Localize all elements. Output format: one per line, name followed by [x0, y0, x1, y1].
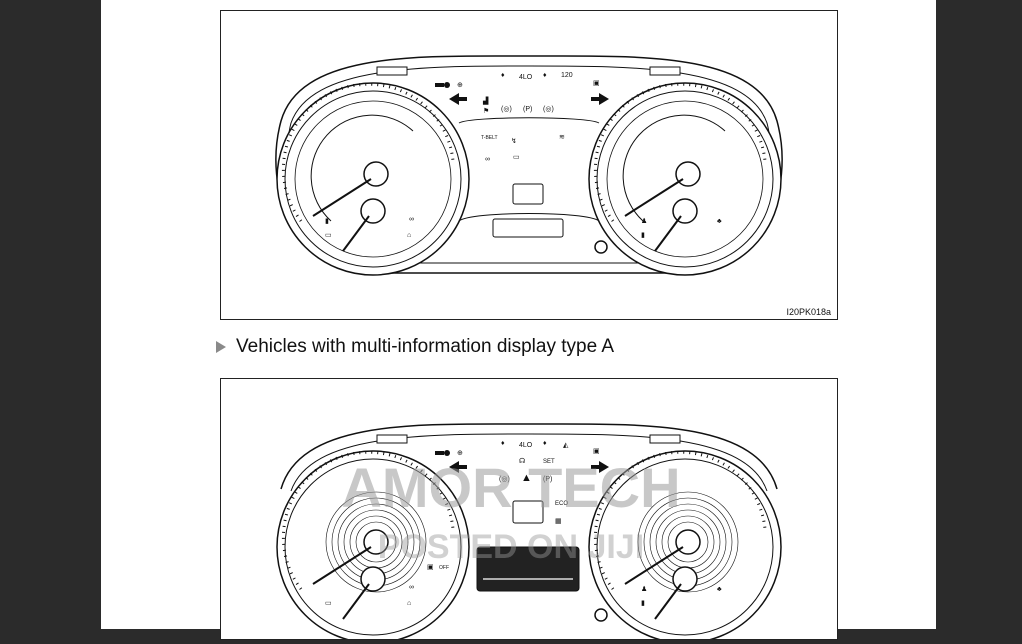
- svg-text:▭: ▭: [325, 600, 332, 607]
- svg-text:∞: ∞: [409, 216, 414, 223]
- indicator-4lo-2: 4LO: [519, 442, 533, 449]
- svg-text:▣: ▣: [593, 448, 600, 455]
- svg-text:♦: ♦: [501, 72, 505, 79]
- svg-text:▣: ▣: [593, 80, 600, 87]
- svg-text:(◎): (◎): [543, 106, 554, 113]
- svg-text:♟: ♟: [641, 585, 647, 593]
- figure-id-label: I20PK018a: [786, 307, 831, 317]
- indicator-4lo: 4LO: [519, 74, 533, 81]
- svg-text:⊕: ⊕: [457, 450, 463, 457]
- svg-text:▲: ▲: [521, 472, 532, 484]
- svg-text:≋: ≋: [559, 134, 565, 141]
- svg-text:▮: ▮: [641, 232, 645, 239]
- svg-text:▭: ▭: [513, 154, 520, 161]
- svg-text:∞: ∞: [409, 584, 414, 591]
- viewer-left-margin: [0, 0, 101, 629]
- section-heading-text: Vehicles with multi-information display …: [236, 336, 615, 357]
- svg-text:⌂: ⌂: [407, 232, 411, 239]
- svg-text:♦: ♦: [501, 440, 505, 447]
- svg-text:▭: ▭: [325, 232, 332, 239]
- section-heading: Vehicles with multi-information display …: [216, 336, 614, 358]
- instrument-cluster-figure-1: ⊕ ▟ ♦ 4LO ♦ 120 ▣ ⚑ (◎) (P) (◎) T-BELT ↯…: [220, 10, 838, 320]
- indicator-set: SET: [543, 459, 555, 465]
- svg-text:♦: ♦: [543, 440, 547, 447]
- viewer-right-margin: [936, 0, 1022, 629]
- svg-text:▮: ▮: [641, 600, 645, 607]
- instrument-cluster-figure-2: ⊕ ♦ 4LO ♦ ◭ ▣ ☊ SET (◎) ▲ (P) ECO ▦ ▭ ∞ …: [220, 378, 838, 644]
- svg-text:▟: ▟: [482, 96, 489, 105]
- indicator-off: OFF: [439, 565, 449, 571]
- svg-text:▮: ▮: [325, 218, 329, 225]
- svg-text:⌂: ⌂: [407, 600, 411, 607]
- svg-text:♦: ♦: [543, 72, 547, 79]
- svg-text:(◎): (◎): [501, 106, 512, 113]
- cluster-illustration-2: ⊕ ♦ 4LO ♦ ◭ ▣ ☊ SET (◎) ▲ (P) ECO ▦ ▭ ∞ …: [276, 423, 782, 644]
- svg-text:▦: ▦: [555, 518, 562, 525]
- svg-text:♣: ♣: [717, 218, 722, 225]
- indicator-120: 120: [561, 72, 573, 79]
- document-page: ⊕ ▟ ♦ 4LO ♦ 120 ▣ ⚑ (◎) (P) (◎) T-BELT ↯…: [101, 0, 936, 644]
- svg-text:◭: ◭: [563, 442, 569, 449]
- svg-text:⚑: ⚑: [483, 107, 489, 115]
- svg-text:▣: ▣: [427, 564, 434, 571]
- cluster-illustration-1: ⊕ ▟ ♦ 4LO ♦ 120 ▣ ⚑ (◎) (P) (◎) T-BELT ↯…: [275, 55, 783, 276]
- svg-text:(P): (P): [543, 476, 552, 483]
- indicator-eco: ECO: [555, 501, 568, 507]
- triangle-bullet-icon: [216, 341, 226, 353]
- svg-text:⊕: ⊕: [457, 82, 463, 89]
- svg-text:♣: ♣: [717, 586, 722, 593]
- indicator-tbelt: T-BELT: [481, 135, 498, 141]
- svg-text:∞: ∞: [485, 156, 490, 163]
- svg-text:(◎): (◎): [499, 476, 510, 483]
- svg-text:☊: ☊: [519, 457, 525, 465]
- svg-text:↯: ↯: [511, 137, 517, 145]
- svg-text:(P): (P): [523, 106, 532, 113]
- svg-text:♟: ♟: [641, 217, 647, 225]
